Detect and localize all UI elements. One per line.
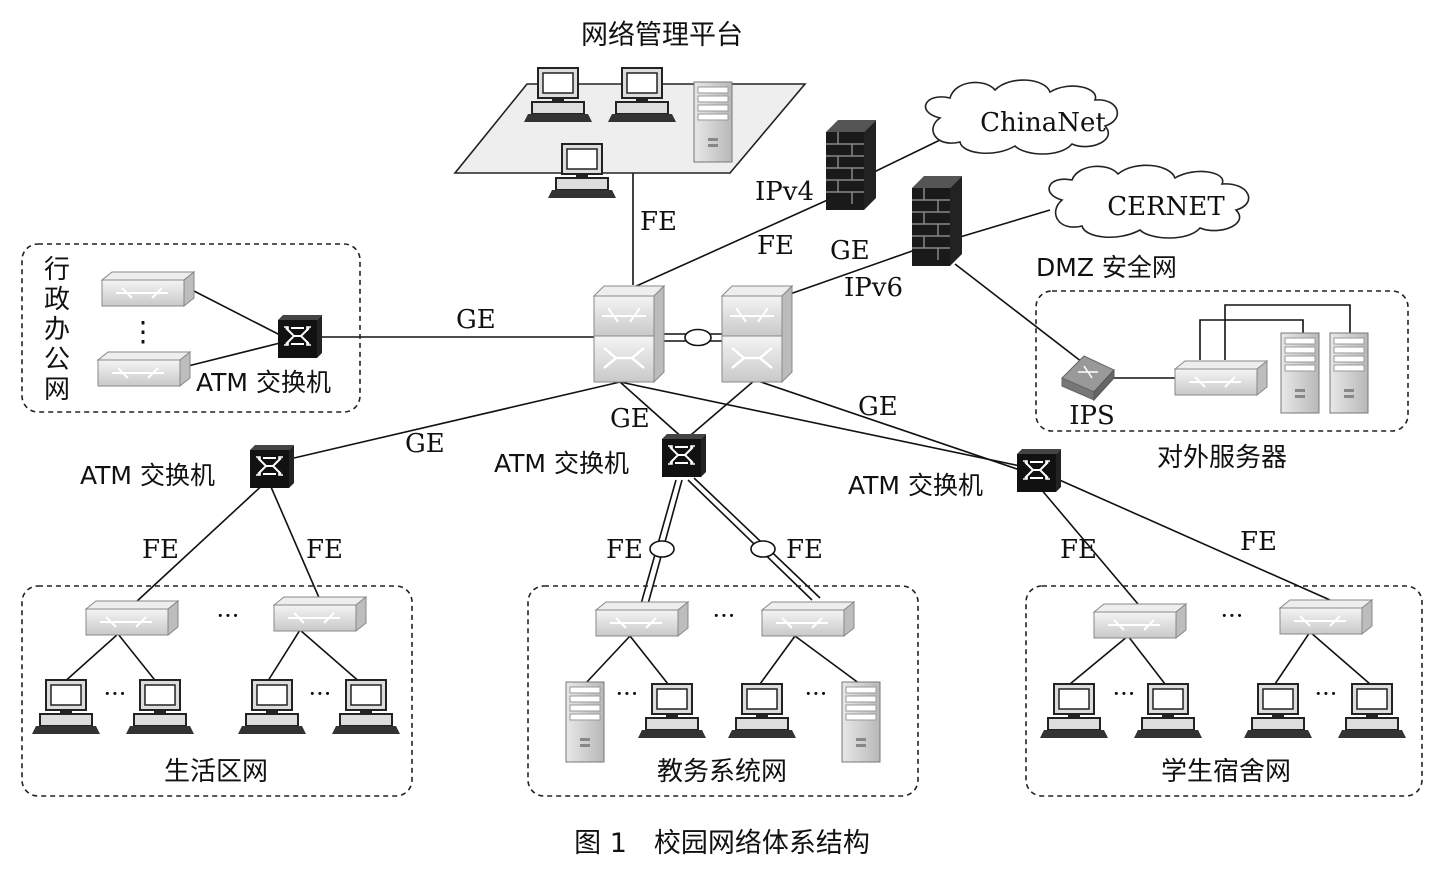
living-fe-left: FE [142,535,179,565]
living-ge-label: GE [405,429,445,459]
ips-label: IPS [1069,401,1115,431]
ipv6-ge-label: GE [830,236,870,266]
living-ellipsis: ··· [217,602,240,630]
teaching-ellipsis: ··· [713,602,736,630]
chinanet-label: ChinaNet [980,108,1106,138]
dmz-server-icon [1329,332,1369,414]
teaching-ellipsis: ··· [805,680,828,708]
ipv4-fe-label: FE [757,231,794,261]
admin-title-char: 行 [44,255,70,285]
management-title: 网络管理平台 [581,20,743,51]
management-fe-label: FE [640,207,677,237]
teaching-switch-icon [595,601,689,637]
cernet-cloud-icon [1048,164,1250,239]
ipv6-firewall-icon [911,175,963,267]
living-ellipsis: ··· [104,680,127,708]
living-switch-icon [273,596,367,632]
pc-icon [1039,683,1109,739]
server-icon [565,681,605,763]
teaching-title: 教务系统网 [657,757,787,787]
dorm-fe-right: FE [1240,527,1277,557]
admin-net-zone [21,243,361,413]
cernet-label: CERNET [1107,192,1225,222]
dmz-switch-icon [1174,360,1268,396]
living-title: 生活区网 [164,757,268,787]
pc-icon [1133,683,1203,739]
dorm-fe-left: FE [1060,535,1097,565]
admin-title-char: 公 [44,345,70,375]
server-icon [841,681,881,763]
dorm-ge-label: GE [858,392,898,422]
teaching-zone [527,585,919,797]
admin-switch-icon [101,271,195,307]
core-switch-right-icon [720,284,794,384]
chinanet-cloud-icon [924,79,1119,155]
living-switch-icon [85,600,179,636]
living-fe-right: FE [306,535,343,565]
core-switch-left-icon [592,284,666,384]
teaching-ge-label: GE [610,404,650,434]
pc-icon [237,679,307,735]
admin-title-char: 政 [44,285,70,315]
dmz-server-icon [1280,332,1320,414]
teaching-ellipsis: ··· [616,680,639,708]
admin-title-char: 网 [44,375,70,405]
living-atm-label: ATM 交换机 [80,461,215,490]
teaching-atm-switch-icon [661,433,707,478]
admin-switch-icon [97,351,191,387]
dorm-zone [1025,585,1423,797]
core-ge-label: GE [456,305,496,335]
dorm-atm-switch-icon [1016,448,1062,493]
dorm-ellipsis: ··· [1221,602,1244,630]
admin-ellipsis: ⋮ [129,315,157,348]
living-ellipsis: ··· [309,680,332,708]
living-atm-switch-icon [249,444,295,489]
dorm-switch-icon [1279,599,1373,635]
teaching-atm-label: ATM 交换机 [494,449,629,478]
living-zone [21,585,413,797]
pc-icon [727,683,797,739]
dorm-title: 学生宿舍网 [1161,757,1291,787]
pc-icon [125,679,195,735]
pc-icon [1337,683,1407,739]
admin-atm-switch-icon [277,314,323,359]
management-server-icon [693,81,733,163]
teaching-fe-right: FE [786,535,823,565]
dorm-switch-icon [1093,603,1187,639]
ips-icon [1061,355,1115,402]
teaching-switch-icon [761,601,855,637]
pc-icon [1243,683,1313,739]
dmz-zone [1035,290,1409,432]
servers-label: 对外服务器 [1157,443,1287,473]
admin-atm-label: ATM 交换机 [196,368,331,397]
ipv4-label: IPv4 [755,177,814,207]
dorm-ellipsis: ··· [1315,680,1338,708]
network-links [61,104,1371,685]
pc-icon [31,679,101,735]
pc-icon [331,679,401,735]
dorm-ellipsis: ··· [1113,680,1136,708]
ipv6-label: IPv6 [844,273,903,303]
ipv4-firewall-icon [825,119,877,211]
pc-icon [637,683,707,739]
teaching-fe-left: FE [606,535,643,565]
dorm-atm-label: ATM 交换机 [848,471,983,500]
figure-caption: 图 1 校园网络体系结构 [574,828,870,859]
dmz-title: DMZ 安全网 [1036,253,1177,282]
admin-title-char: 办 [44,315,70,345]
